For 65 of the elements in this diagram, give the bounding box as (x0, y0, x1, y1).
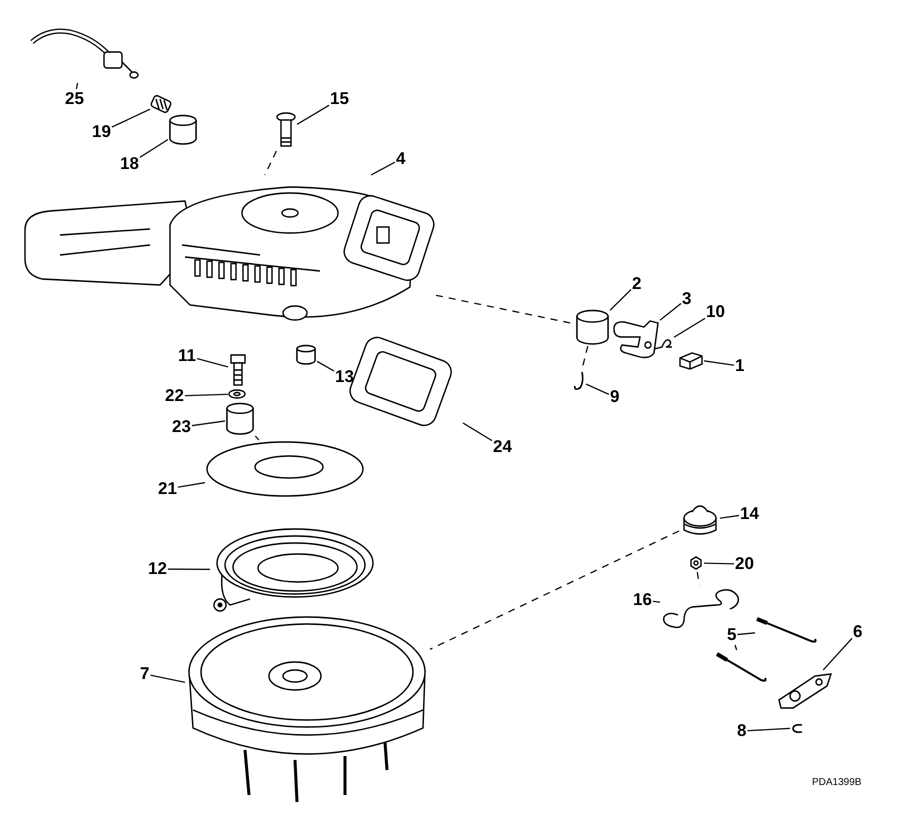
leader-line (720, 514, 740, 519)
grommet-drawing (295, 345, 317, 365)
callout-number: 1 (735, 357, 744, 375)
leader-line (184, 394, 228, 396)
callout-number: 4 (396, 150, 406, 168)
leader-line (112, 108, 150, 128)
bolt-drawing (228, 352, 248, 387)
leader-line (674, 318, 706, 338)
leader-line (652, 600, 660, 603)
callout-number: 23 (172, 418, 191, 436)
leader-line (704, 360, 734, 366)
callout-number: 24 (493, 438, 512, 456)
leader-line (660, 303, 682, 321)
leader-line (150, 674, 186, 683)
leader-line (196, 358, 228, 368)
leader-line (822, 638, 852, 670)
leader-line (734, 644, 738, 650)
callout-number: 20 (735, 555, 754, 573)
callout-number: 12 (148, 560, 167, 578)
callout-number: 7 (140, 665, 150, 683)
clip-drawing (790, 722, 804, 734)
leader-line (140, 139, 168, 158)
pin-drawing (168, 115, 198, 145)
bushing-drawing (225, 403, 255, 435)
assembly-centerline (430, 530, 680, 650)
leader-line (610, 289, 632, 311)
assembly-centerline (254, 436, 260, 440)
leader-line (192, 420, 226, 426)
callout-number: 2 (632, 275, 642, 293)
callout-number: 21 (158, 480, 177, 498)
leader-line (178, 482, 206, 488)
leader-line (704, 562, 734, 564)
callout-number: 14 (740, 505, 759, 523)
callout-number: 10 (706, 303, 725, 321)
callout-number: 5 (727, 626, 736, 644)
assembly-centerline (264, 150, 277, 176)
callout-number: 22 (165, 387, 184, 405)
callout-number: 8 (737, 722, 746, 740)
leader-line (747, 728, 790, 732)
drawing-code: PDA1399B (812, 777, 862, 788)
leader-line (737, 632, 756, 636)
callout-number: 18 (120, 155, 139, 173)
washer-drawing (228, 389, 246, 399)
callout-number: 11 (178, 347, 196, 365)
friction-disk-drawing (205, 440, 365, 498)
leader-line (296, 104, 330, 125)
callout-number: 13 (335, 368, 354, 386)
leader-line (370, 162, 396, 176)
nut-drawing (688, 555, 704, 571)
spring-drawing (150, 95, 172, 113)
retaining-ring-drawing (572, 370, 586, 392)
callout-number: 3 (682, 290, 692, 308)
callout-number: 25 (65, 90, 84, 108)
leader-line (76, 82, 78, 90)
leader-line (168, 568, 210, 570)
callout-number: 19 (92, 123, 111, 141)
leader-line (462, 422, 492, 442)
pawl-plate-drawing (775, 670, 835, 710)
callout-number: 6 (853, 623, 862, 641)
callout-number: 15 (330, 90, 349, 108)
callout-number: 16 (633, 591, 652, 609)
leader-line (586, 384, 610, 395)
leader-line (316, 360, 334, 372)
callout-number: 9 (610, 388, 620, 406)
bushing-drawing (575, 310, 610, 345)
